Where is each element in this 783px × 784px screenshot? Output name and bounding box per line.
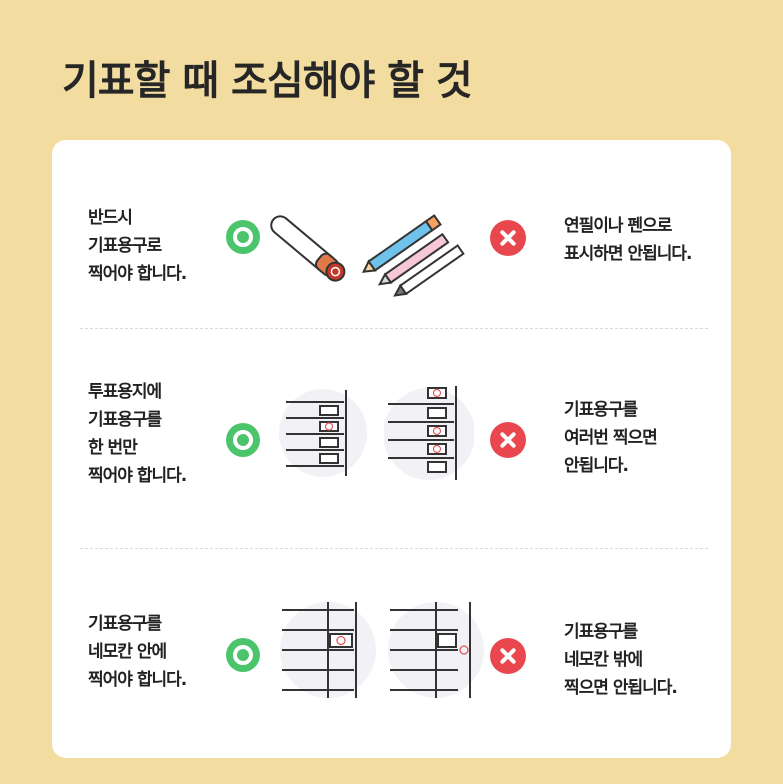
ballot-inside-box-illustration [280,602,376,698]
ballot-outside-box-illustration [388,602,484,698]
check-circle-icon [226,423,260,457]
page-title: 기표할 때 조심해야 할 것 [62,58,473,104]
x-circle-icon [490,638,526,674]
stamp-tool-illustration [270,215,346,282]
guide-row-tool: 반드시 기표용구로 찍어야 합니다. 연필이나 펜으로 표시하면 안됩니다. [52,140,731,328]
row-divider [80,548,708,549]
x-circle-icon [490,422,526,458]
ballot-multiple-stamps-illustration [384,386,474,480]
pencils-pen-illustration [362,214,465,297]
do-text: 반드시 기표용구로 찍어야 합니다. [88,208,187,284]
do-text: 투표용지에 기표용구를 한 번만 찍어야 합니다. [88,382,187,486]
guide-card: 반드시 기표용구로 찍어야 합니다. 연필이나 펜으로 표시하면 안됩니다. [52,140,731,758]
dont-text: 기표용구를 여러번 찍으면 안됩니다. [564,400,658,476]
check-circle-icon [226,638,260,672]
row-divider [80,328,708,329]
check-circle-icon [226,220,260,254]
guide-row-once: 투표용지에 기표용구를 한 번만 찍어야 합니다. [52,328,731,548]
ballot-single-stamp-illustration [279,389,367,477]
do-text: 기표용구를 네모칸 안에 찍어야 합니다. [88,614,187,690]
x-circle-icon [490,220,526,256]
dont-text: 연필이나 펜으로 표시하면 안됩니다. [564,216,692,264]
dont-text: 기표용구를 네모칸 밖에 찍으면 안됩니다. [564,622,678,698]
guide-row-inside-box: 기표용구를 네모칸 안에 찍어야 합니다. [52,548,731,758]
